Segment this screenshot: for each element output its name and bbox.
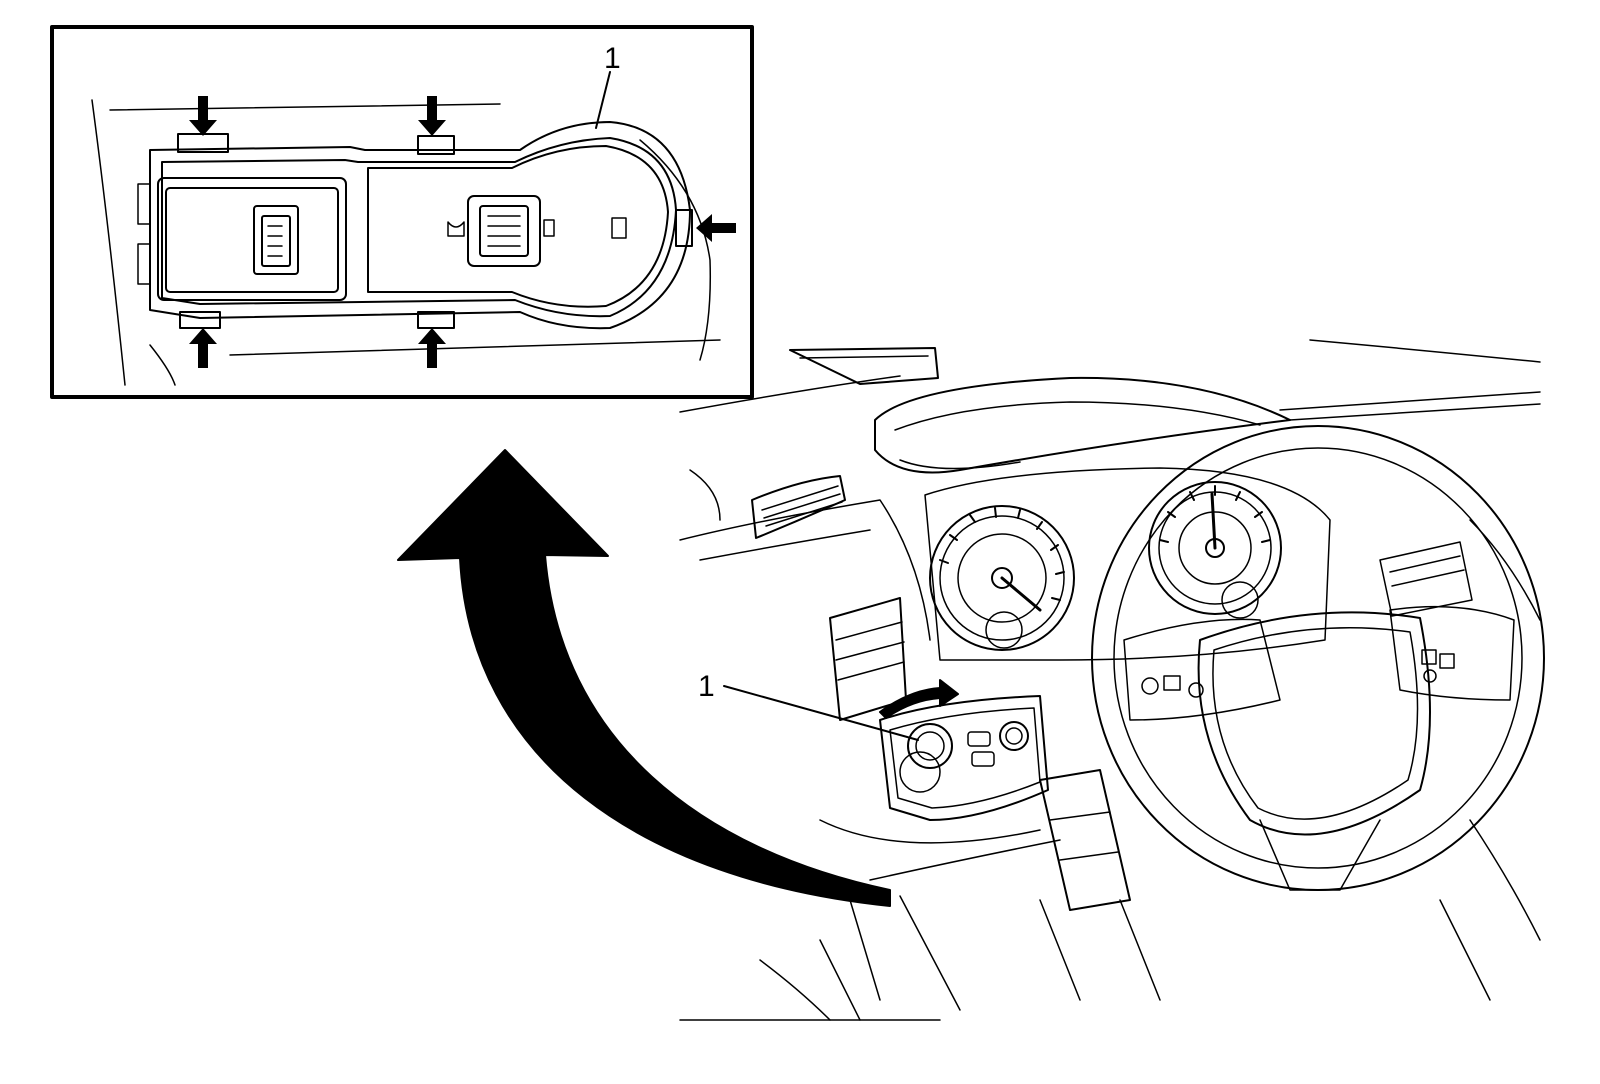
electrical-connector-left — [253, 205, 299, 275]
electrical-connector-right — [467, 195, 541, 267]
retaining-tab-top-right — [417, 135, 455, 155]
tachometer-gauge — [1148, 481, 1282, 619]
retaining-tab-bottom-right — [417, 311, 455, 329]
main-callout-label: 1 — [698, 670, 715, 703]
arrow-icon — [418, 96, 446, 136]
right-switch-pack — [1379, 541, 1473, 617]
inset-frame — [50, 25, 754, 399]
arrow-icon — [189, 96, 217, 136]
headlamp-switch — [879, 695, 1049, 821]
inset-detail — [50, 25, 754, 399]
air-vent-left — [751, 475, 846, 539]
retaining-tab-bottom-left — [179, 311, 221, 329]
arrow-icon — [696, 214, 736, 242]
retaining-tab-right — [675, 209, 693, 247]
arrow-icon — [418, 328, 446, 368]
curved-arrow-icon — [397, 449, 891, 907]
arrow-icon — [189, 328, 217, 368]
steering-column — [1039, 769, 1131, 911]
airbag-cover — [1197, 611, 1431, 836]
instrument-panel-view — [679, 339, 1545, 1021]
main-leader-line — [723, 685, 919, 741]
inset-leader-line — [595, 71, 611, 129]
steering-wheel — [1091, 425, 1545, 891]
speedometer-gauge — [929, 505, 1075, 651]
retaining-tab-arrows — [189, 96, 736, 368]
curved-arrow-icon — [879, 679, 959, 719]
inset-callout-label: 1 — [604, 42, 621, 75]
cluster-hood — [874, 376, 1291, 474]
